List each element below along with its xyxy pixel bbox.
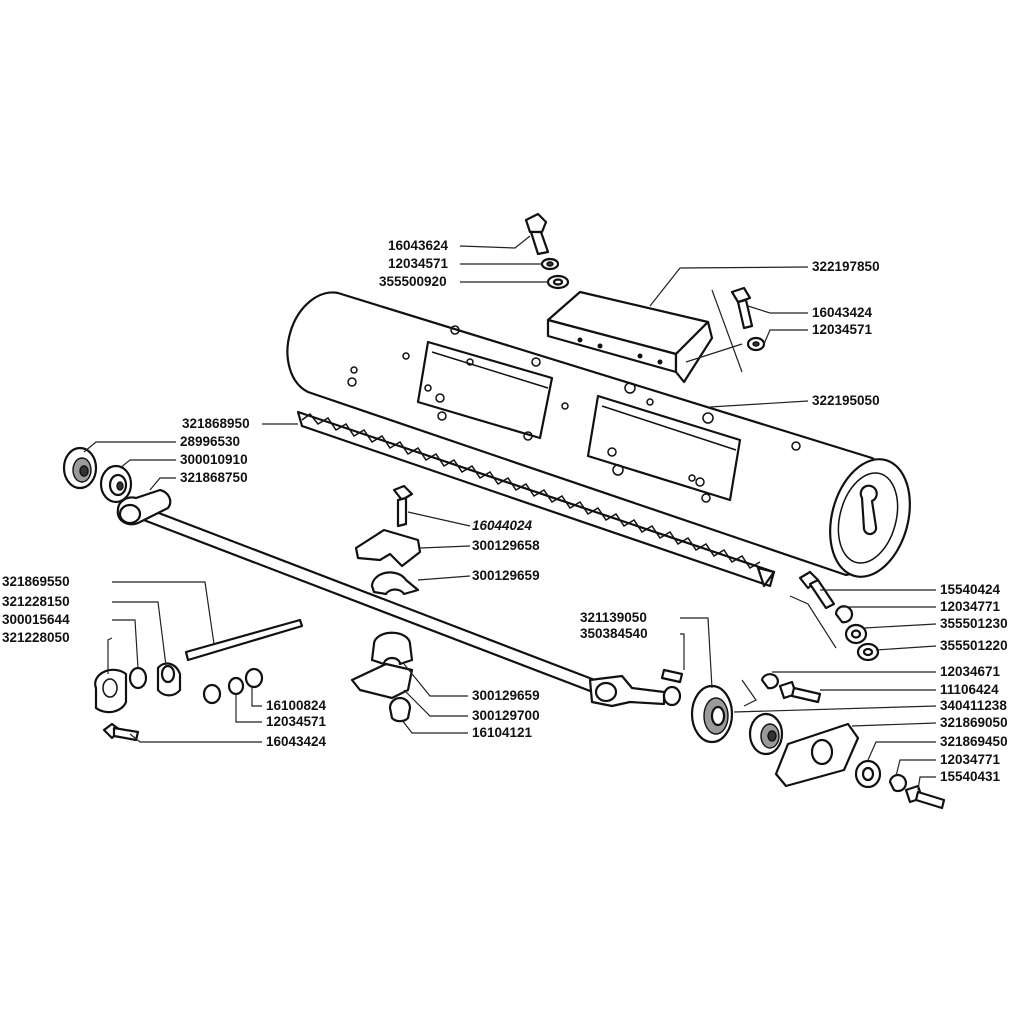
label-321869550: 321869550 <box>2 574 70 589</box>
label-355501220: 355501220 <box>940 638 1008 653</box>
left-bearing-part <box>62 446 133 504</box>
knife-bar-part <box>296 410 776 588</box>
key-part <box>660 668 684 684</box>
label-300010910: 300010910 <box>180 452 248 467</box>
label-16043624: 16043624 <box>388 238 449 253</box>
label-16043424-top: 16043424 <box>812 305 873 320</box>
shaft-part <box>116 488 682 708</box>
label-321869450: 321869450 <box>940 734 1008 749</box>
end-bolt-part <box>789 570 880 662</box>
label-350384540: 350384540 <box>580 626 648 641</box>
label-16100824: 16100824 <box>266 698 327 713</box>
label-340411238: 340411238 <box>940 698 1007 713</box>
label-12034571-right: 12034571 <box>812 322 873 337</box>
label-321228150: 321228150 <box>2 594 70 609</box>
label-321228050: 321228050 <box>2 630 70 645</box>
label-12034771-upper: 12034771 <box>940 599 1001 614</box>
label-11106424: 11106424 <box>940 682 999 697</box>
label-300129700: 300129700 <box>472 708 540 723</box>
label-355501230: 355501230 <box>940 616 1008 631</box>
label-321868950: 321868950 <box>182 416 250 431</box>
label-16044024: 16044024 <box>472 518 533 533</box>
label-300129659-lower: 300129659 <box>472 688 540 703</box>
label-15540431: 15540431 <box>940 769 1001 784</box>
label-321139050: 321139050 <box>580 610 647 625</box>
label-15540424: 15540424 <box>940 582 1001 597</box>
label-12034671: 12034671 <box>940 664 1001 679</box>
label-322195050: 322195050 <box>812 393 880 408</box>
label-321869050: 321869050 <box>940 715 1008 730</box>
label-16043424-bottom: 16043424 <box>266 734 327 749</box>
label-300129659-upper: 300129659 <box>472 568 540 583</box>
cover-plate-part <box>546 290 714 384</box>
label-28996530: 28996530 <box>180 434 240 449</box>
clamp-part <box>350 631 414 723</box>
label-322197850: 322197850 <box>812 259 880 274</box>
pin-part <box>184 618 304 662</box>
label-12034571-bottom: 12034571 <box>266 714 327 729</box>
label-300015644: 300015644 <box>2 612 70 627</box>
right-bearing-part <box>690 673 946 810</box>
top-bolt-part <box>524 212 570 290</box>
label-12034771-lower: 12034771 <box>940 752 1001 767</box>
label-355500920: 355500920 <box>379 274 447 289</box>
right-bolt-part <box>685 286 766 373</box>
center-block-part <box>354 484 422 596</box>
leader-lines <box>83 235 937 791</box>
drum-part <box>286 291 911 578</box>
left-flange-part <box>94 662 264 742</box>
label-12034571-top: 12034571 <box>388 256 449 271</box>
label-300129658: 300129658 <box>472 538 540 553</box>
label-321868750: 321868750 <box>180 470 248 485</box>
part-labels: 16043624 12034571 355500920 322197850 16… <box>2 238 1008 784</box>
label-16104121: 16104121 <box>472 725 533 740</box>
